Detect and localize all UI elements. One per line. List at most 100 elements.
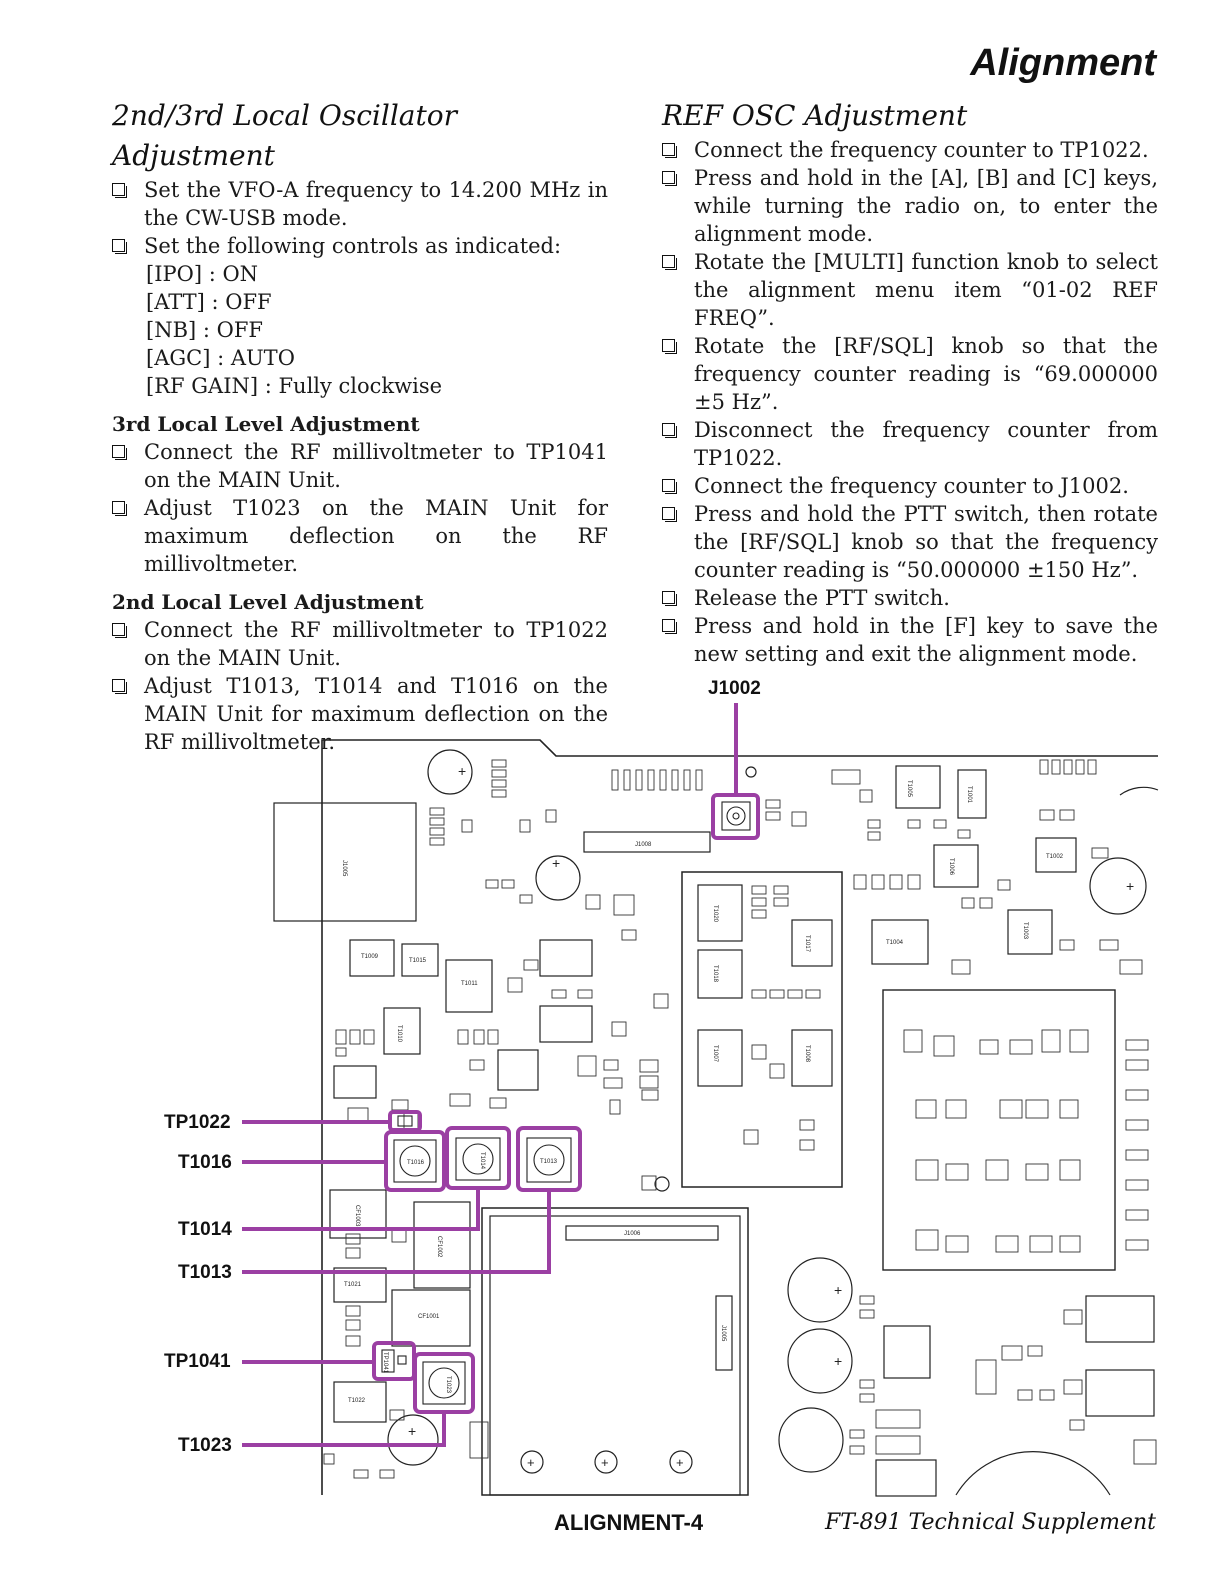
- connector-block: [273, 802, 417, 922]
- part-label-t1010: T1010: [396, 1025, 402, 1043]
- part-label-t1015: T1015: [409, 958, 427, 964]
- checkbox-icon: [112, 445, 134, 460]
- ic-block: [539, 939, 593, 977]
- svg-text:+: +: [552, 855, 560, 871]
- checkbox-icon: [112, 623, 134, 638]
- checkbox-icon: [112, 679, 134, 694]
- mounting-hole: +: [669, 1450, 693, 1474]
- list-item: Rotate the [RF/SQL] knob so that the fre…: [662, 332, 1158, 416]
- ic-block: [401, 943, 439, 977]
- highlight-tp1022: [388, 1110, 422, 1132]
- connector-j1002-shape: [721, 801, 751, 831]
- callout-tp1022: TP1022: [164, 1112, 231, 1133]
- control-setting-ipo: [IPO] : ON: [146, 262, 259, 286]
- transformer: [497, 1049, 539, 1091]
- callout-t1016: T1016: [178, 1152, 232, 1173]
- list-item: Connect the RF millivoltmeter to TP1041 …: [112, 438, 608, 494]
- list-item: Disconnect the frequency counter from TP…: [662, 416, 1158, 472]
- part-label-cf1002: CF1002: [436, 1236, 442, 1258]
- step-text: Connect the RF millivoltmeter to TP1022 …: [144, 618, 608, 670]
- ic-block: [349, 939, 395, 977]
- svg-text:+: +: [834, 1282, 842, 1298]
- left-column: 2nd/3rd Local Oscillator Adjustment Set …: [112, 96, 608, 756]
- ic-block: [333, 1065, 377, 1099]
- part-label-t1014: T1014: [479, 1152, 485, 1170]
- smd-pads: [323, 759, 1157, 1479]
- transformer: [697, 884, 743, 942]
- shield-inner: [489, 1215, 741, 1496]
- footer-page-number: ALIGNMENT-4: [554, 1510, 704, 1535]
- list-item: Rotate the [MULTI] function knob to sele…: [662, 248, 1158, 332]
- leader-line-t1013: [242, 1190, 551, 1274]
- coil-t1014: [455, 1137, 501, 1181]
- part-label-j1005b: J1005: [720, 1325, 726, 1342]
- mounting-hole: +: [594, 1450, 618, 1474]
- svg-text:+: +: [527, 1455, 535, 1470]
- step-text: Press and hold in the [F] key to save th…: [694, 614, 1158, 666]
- step-text: Press and hold in the [A], [B] and [C] k…: [694, 166, 1158, 246]
- step-text: Set the following controls as indicated:: [144, 234, 562, 258]
- part-label-t1023: T1023: [445, 1376, 451, 1394]
- checkbox-icon: [662, 171, 684, 186]
- ic-block: [875, 1459, 937, 1497]
- part-label-t1016: T1016: [407, 1160, 425, 1166]
- checkbox-icon: [662, 423, 684, 438]
- list-item: Adjust T1023 on the MAIN Unit for maximu…: [112, 494, 608, 578]
- electrolytic-capacitor: +: [787, 1328, 853, 1394]
- svg-text:+: +: [834, 1353, 842, 1369]
- step-text: Connect the frequency counter to J1002.: [694, 474, 1129, 498]
- part-label-t1008: T1008: [804, 1045, 810, 1063]
- shield-can: [882, 989, 1116, 1271]
- highlight-t1016: [384, 1130, 446, 1192]
- step-text: Release the PTT switch.: [694, 586, 950, 610]
- checkbox-icon: [662, 339, 684, 354]
- step-text: Connect the frequency counter to TP1022.: [694, 138, 1149, 162]
- highlight-t1023: [413, 1352, 475, 1414]
- electrolytic-capacitor: +: [787, 1257, 853, 1323]
- checkbox-icon: [662, 507, 684, 522]
- callout-t1023: T1023: [178, 1435, 232, 1456]
- control-setting-att: [ATT] : OFF: [146, 290, 272, 314]
- part-label-t1020: T1020: [712, 905, 718, 923]
- ic-block: [957, 769, 987, 819]
- transformer: [791, 919, 833, 967]
- electrolytic-capacitor: [778, 1407, 844, 1473]
- step-text: Adjust T1023 on the MAIN Unit for maximu…: [144, 496, 608, 576]
- crystal-filter: [329, 1189, 387, 1239]
- leader-line-t1023: [242, 1412, 446, 1447]
- shield-can: [481, 1207, 749, 1496]
- transformer: [697, 1029, 743, 1087]
- ic-block: [333, 1381, 387, 1423]
- control-setting-nb: [NB] : OFF: [146, 318, 263, 342]
- list-item: Press and hold the PTT switch, then rota…: [662, 500, 1158, 584]
- checkbox-icon: [112, 501, 134, 516]
- checkbox-icon: [662, 255, 684, 270]
- part-label-tp1041: TP1041: [382, 1352, 388, 1374]
- electrolytic-capacitor: +: [535, 855, 581, 901]
- step-text: Rotate the [MULTI] function knob to sele…: [694, 250, 1158, 330]
- part-label-t1007: T1007: [712, 1045, 718, 1063]
- list-item: Press and hold in the [A], [B] and [C] k…: [662, 164, 1158, 248]
- part-label-t1004: T1004: [886, 940, 904, 946]
- crystal-filter: [413, 1201, 471, 1289]
- part-label-j1006: J1006: [624, 1231, 641, 1237]
- part-label-j1005: J1005: [341, 860, 347, 877]
- leader-line-t1014: [242, 1188, 480, 1231]
- section-title-ref-osc: REF OSC Adjustment: [662, 99, 968, 132]
- control-setting-agc: [AGC] : AUTO: [146, 346, 295, 370]
- ic-block: [539, 1005, 593, 1043]
- testpoint-tp1041: [381, 1349, 407, 1373]
- part-label-cf1003: CF1003: [354, 1205, 360, 1227]
- highlight-group: [242, 703, 760, 1447]
- connector-j1005: [715, 1295, 733, 1371]
- highlight-j1002: [711, 793, 760, 840]
- checkbox-icon: [662, 479, 684, 494]
- ic-block: [383, 1007, 421, 1055]
- list-item: Connect the frequency counter to J1002.: [662, 472, 1158, 500]
- connector-j1008: [583, 831, 711, 853]
- electrolytic-capacitor: +: [427, 749, 473, 795]
- svg-text:+: +: [601, 1455, 609, 1470]
- control-settings: [IPO] : ON [ATT] : OFF [NB] : OFF [AGC] …: [146, 260, 608, 400]
- svg-text:+: +: [676, 1455, 684, 1470]
